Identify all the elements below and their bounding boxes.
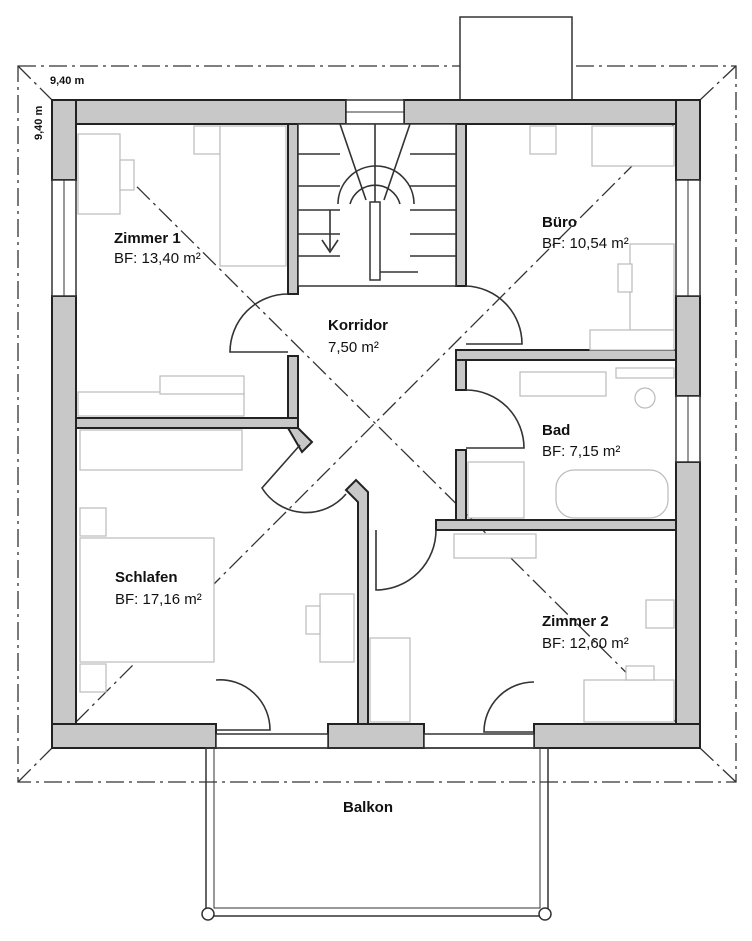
room-area-korridor: 7,50 m² [328,339,379,356]
windows [51,99,701,749]
doors [215,285,535,733]
room-name-korridor: Korridor [328,317,388,334]
balcony-label: Balkon [343,799,393,816]
room-area-bad: BF: 7,15 m² [542,443,620,460]
room-name-zimmer-2: Zimmer 2 [542,613,609,630]
room-name-schlafen: Schlafen [115,569,178,586]
room-area-buero: BF: 10,54 m² [542,235,629,252]
chimney [459,16,573,102]
room-area-schlafen: BF: 17,16 m² [115,591,202,608]
room-name-buero: Büro [542,214,577,231]
room-name-zimmer-1: Zimmer 1 [114,230,181,247]
width-dimension-label: 9,40 m [50,75,84,87]
roof-outline [17,65,737,783]
interior-walls [75,123,677,725]
room-area-zimmer-2: BF: 12,60 m² [542,635,629,652]
height-dimension-label: 9,40 m [33,106,45,140]
furniture [77,125,675,723]
room-area-zimmer-1: BF: 13,40 m² [114,250,201,267]
staircase [297,123,457,287]
balcony [201,747,552,921]
room-name-bad: Bad [542,422,570,439]
